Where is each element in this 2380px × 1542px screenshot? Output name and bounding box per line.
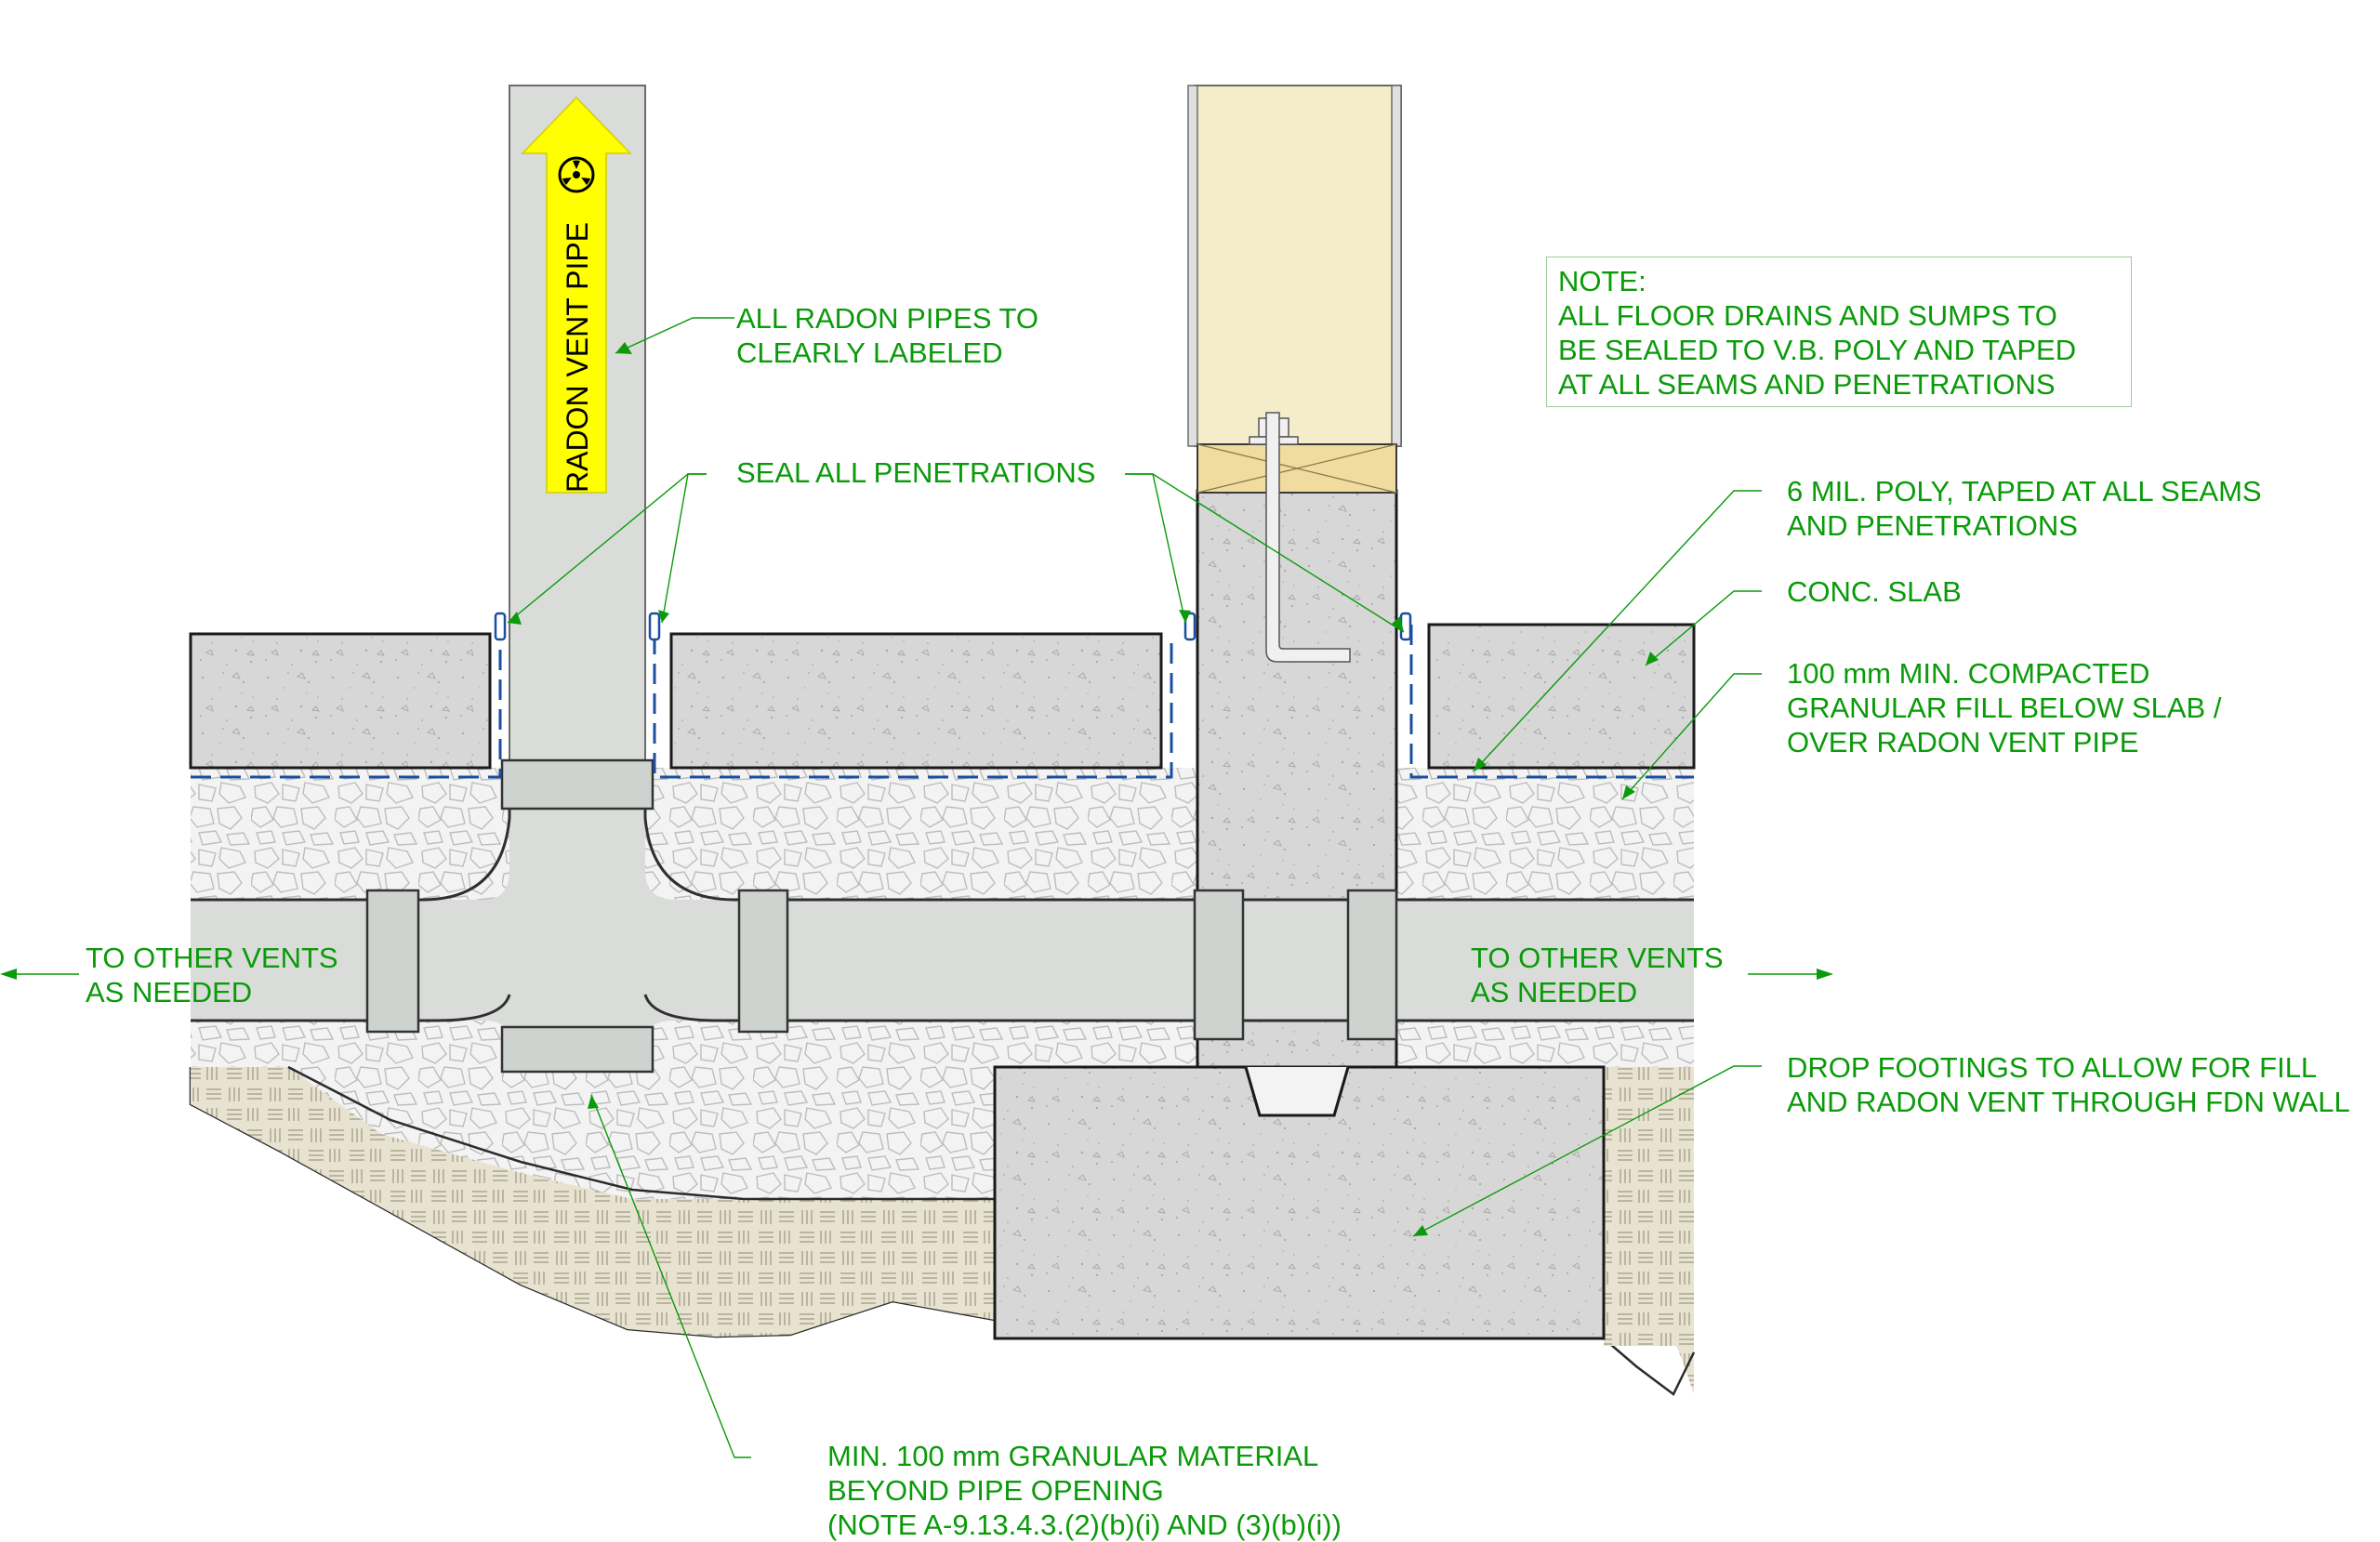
slab-right <box>1427 623 1696 770</box>
label-fill: 100 mm MIN. COMPACTED GRANULAR FILL BELO… <box>1787 656 2221 759</box>
label-line: MIN. 100 mm GRANULAR MATERIAL <box>827 1440 1319 1472</box>
label-line: 100 mm MIN. COMPACTED <box>1787 657 2150 690</box>
sill-plate-cross <box>1197 443 1397 494</box>
label-line: ALL FLOOR DRAINS AND SUMPS TO <box>1558 299 2057 332</box>
coupling-middle <box>737 889 789 1034</box>
coupling-top <box>500 758 654 811</box>
leader-arrowheads <box>0 342 1833 1236</box>
penetration-seals <box>494 612 1412 641</box>
stud-wall <box>1194 85 1402 447</box>
note-box <box>1546 257 2132 407</box>
granular-fill-lower <box>288 1067 995 1199</box>
soil-right <box>1604 1067 1694 1346</box>
slab-middle <box>669 632 1163 770</box>
slab-left <box>189 632 492 770</box>
coupling-left <box>365 889 420 1034</box>
label-line: AS NEEDED <box>86 976 253 1008</box>
label-line: TO OTHER VENTS <box>1471 942 1724 974</box>
label-line: AND RADON VENT THROUGH FDN WALL <box>1787 1086 2350 1118</box>
label-vents-left: TO OTHER VENTS AS NEEDED <box>86 941 338 1009</box>
coupling-wall-left <box>1193 889 1245 1041</box>
label-line: AND PENETRATIONS <box>1787 509 2078 542</box>
leader-lines <box>14 317 1818 1458</box>
label-line: CLEARLY LABELED <box>736 336 1003 369</box>
label-line: TO OTHER VENTS <box>86 942 338 974</box>
label-note: NOTE: ALL FLOOR DRAINS AND SUMPS TO BE S… <box>1558 264 2076 402</box>
label-vents-right: TO OTHER VENTS AS NEEDED <box>1471 941 1724 1009</box>
label-line: 6 MIL. POLY, TAPED AT ALL SEAMS <box>1787 475 2262 507</box>
label-line: DROP FOOTINGS TO ALLOW FOR FILL <box>1787 1051 2318 1084</box>
label-line: BEYOND PIPE OPENING <box>827 1474 1164 1507</box>
label-slab: CONC. SLAB <box>1787 574 1962 609</box>
anchor-bolt <box>1265 412 1351 663</box>
label-line: SEAL ALL PENETRATIONS <box>736 456 1096 489</box>
label-granular: MIN. 100 mm GRANULAR MATERIAL BEYOND PIP… <box>827 1439 1342 1542</box>
stud-wall-sheathing-right <box>1391 85 1402 447</box>
poly-vapour-barrier <box>191 625 1694 779</box>
label-line: ALL RADON PIPES TO <box>736 302 1039 335</box>
radiation-hazard-icon <box>558 156 595 193</box>
soil-right-edge <box>1603 1338 1696 1396</box>
label-line: (NOTE A-9.13.4.3.(2)(b)(i) AND (3)(b)(i)… <box>827 1509 1342 1541</box>
horizontal-pipe <box>191 768 1694 1067</box>
pipe-label: RADON VENT PIPE <box>561 222 594 493</box>
coupling-bottom <box>500 1025 654 1074</box>
label-poly: 6 MIL. POLY, TAPED AT ALL SEAMS AND PENE… <box>1787 474 2262 543</box>
yellow-up-arrow <box>521 96 632 494</box>
label-footings: DROP FOOTINGS TO ALLOW FOR FILL AND RADO… <box>1787 1050 2350 1119</box>
label-line: CONC. SLAB <box>1787 575 1962 608</box>
label-line: AS NEEDED <box>1471 976 1638 1008</box>
fill-lower-outline <box>287 1065 995 1201</box>
coupling-wall-right <box>1346 889 1398 1041</box>
label-seal-penetrations: SEAL ALL PENETRATIONS <box>736 455 1096 490</box>
label-line: BE SEALED TO V.B. POLY AND TAPED <box>1558 334 2077 366</box>
footing-keyway <box>1244 1066 1350 1117</box>
pipe-outlines <box>191 768 1694 1022</box>
label-line: AT ALL SEAMS AND PENETRATIONS <box>1558 368 2056 401</box>
label-line: OVER RADON VENT PIPE <box>1787 726 2139 758</box>
label-line: GRANULAR FILL BELOW SLAB / <box>1787 692 2222 724</box>
stud-wall-sheathing-left <box>1187 85 1198 447</box>
label-radon-pipes-labeled: ALL RADON PIPES TO CLEARLY LABELED <box>736 301 1038 370</box>
label-line: NOTE: <box>1558 265 1646 297</box>
